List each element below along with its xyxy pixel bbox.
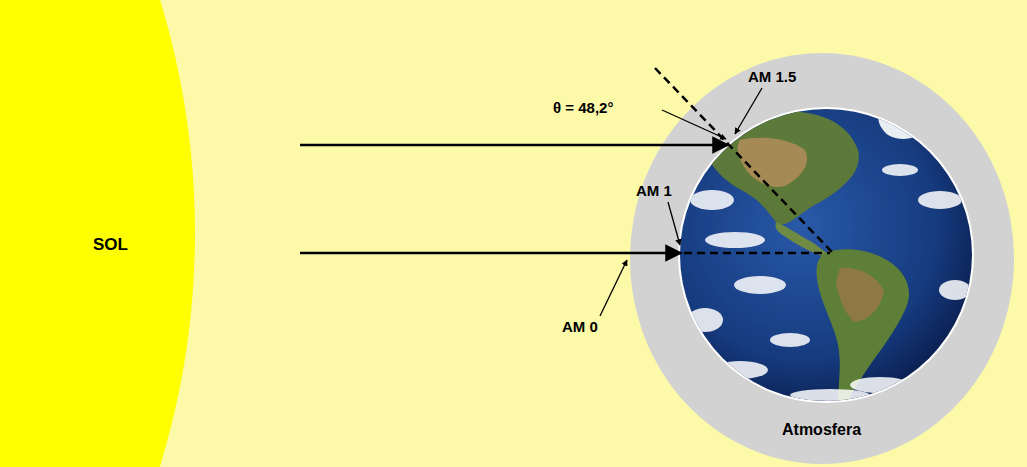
leader-line bbox=[600, 260, 627, 316]
path-am1 bbox=[684, 252, 830, 255]
sun-shape: SOL bbox=[0, 0, 200, 467]
sun-label: SOL bbox=[93, 235, 128, 255]
leader-line bbox=[662, 110, 726, 139]
air-mass-label: AM 1 bbox=[636, 182, 672, 199]
leader-line bbox=[668, 202, 680, 245]
air-mass-label: AM 0 bbox=[562, 318, 598, 335]
atmosphere-label: Atmosfera bbox=[782, 421, 861, 439]
leader-line bbox=[735, 88, 762, 134]
earth-ring bbox=[678, 107, 974, 403]
sun-ray bbox=[300, 252, 681, 255]
air-mass-label: AM 1.5 bbox=[748, 68, 796, 85]
sun-disc bbox=[0, 0, 200, 467]
sun-ray bbox=[300, 144, 728, 147]
earth-land bbox=[687, 110, 971, 404]
path-am15 bbox=[655, 68, 832, 252]
angle-label: θ = 48,2° bbox=[553, 99, 613, 116]
